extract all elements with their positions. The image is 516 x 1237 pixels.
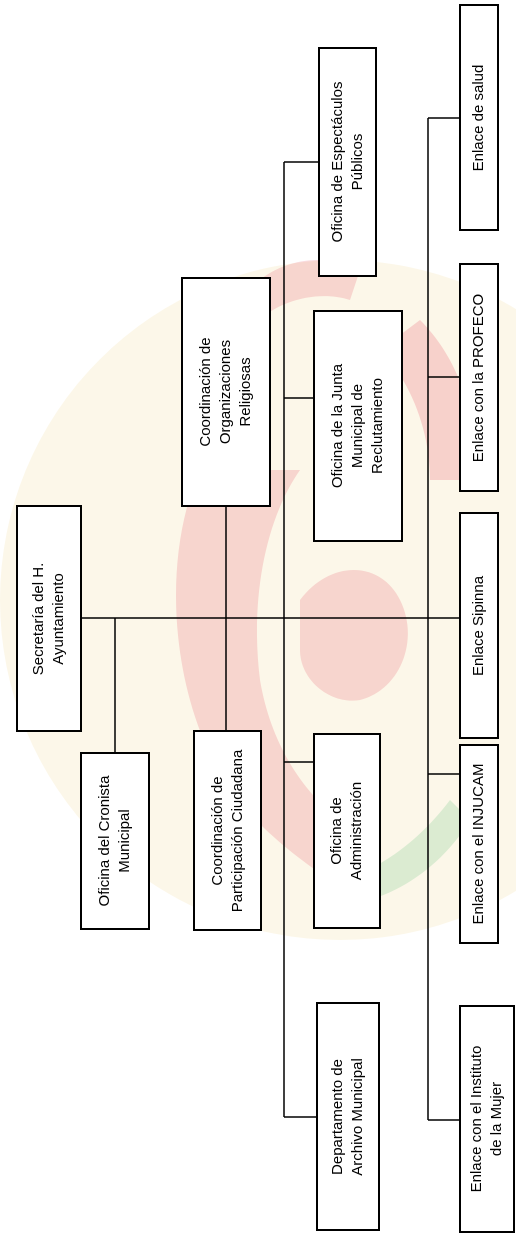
node-reclutamiento-label: Oficina de la Junta Municipal de Recluta… <box>329 363 386 489</box>
node-administracion-label: Oficina de Administración <box>328 781 365 881</box>
node-mujer-label: Enlace con el Instituto de la Mujer <box>468 1045 505 1193</box>
node-archivo-label: Departamento de Archivo Municipal <box>329 1057 366 1176</box>
node-mujer: Enlace con el Instituto de la Mujer <box>459 1005 515 1233</box>
node-secretaria-label: Secretaría del H. Ayuntamiento <box>30 562 67 675</box>
node-participacion-label: Coordinación de Participación Ciudadana <box>208 749 246 912</box>
node-participacion: Coordinación de Participación Ciudadana <box>193 730 262 931</box>
node-espectaculos-label: Oficina de Espectáculos Públicos <box>328 81 366 243</box>
node-salud-label: Enlace de salud <box>470 64 487 171</box>
node-administracion: Oficina de Administración <box>313 733 381 929</box>
node-injucam: Enlace con el INJUCAM <box>459 744 499 944</box>
node-sipinna: Enlace Sipinna <box>459 512 499 739</box>
node-salud: Enlace de salud <box>459 4 499 231</box>
node-profeco: Enlace con la PROFECO <box>459 263 499 492</box>
node-reclutamiento: Oficina de la Junta Municipal de Recluta… <box>313 310 403 542</box>
node-religiosas: Coordinación de Organizaciones Religiosa… <box>181 277 271 507</box>
node-injucam-label: Enlace con el INJUCAM <box>470 763 487 925</box>
node-cronista: Oficina del Cronista Municipal <box>80 752 150 930</box>
node-religiosas-label: Coordinación de Organizaciones Religiosa… <box>197 337 254 447</box>
node-espectaculos: Oficina de Espectáculos Públicos <box>318 47 377 277</box>
node-profeco-label: Enlace con la PROFECO <box>470 293 487 462</box>
node-cronista-label: Oficina del Cronista Municipal <box>96 775 133 907</box>
node-secretaria: Secretaría del H. Ayuntamiento <box>16 505 82 732</box>
node-archivo: Departamento de Archivo Municipal <box>316 1002 380 1231</box>
node-sipinna-label: Enlace Sipinna <box>470 575 487 676</box>
